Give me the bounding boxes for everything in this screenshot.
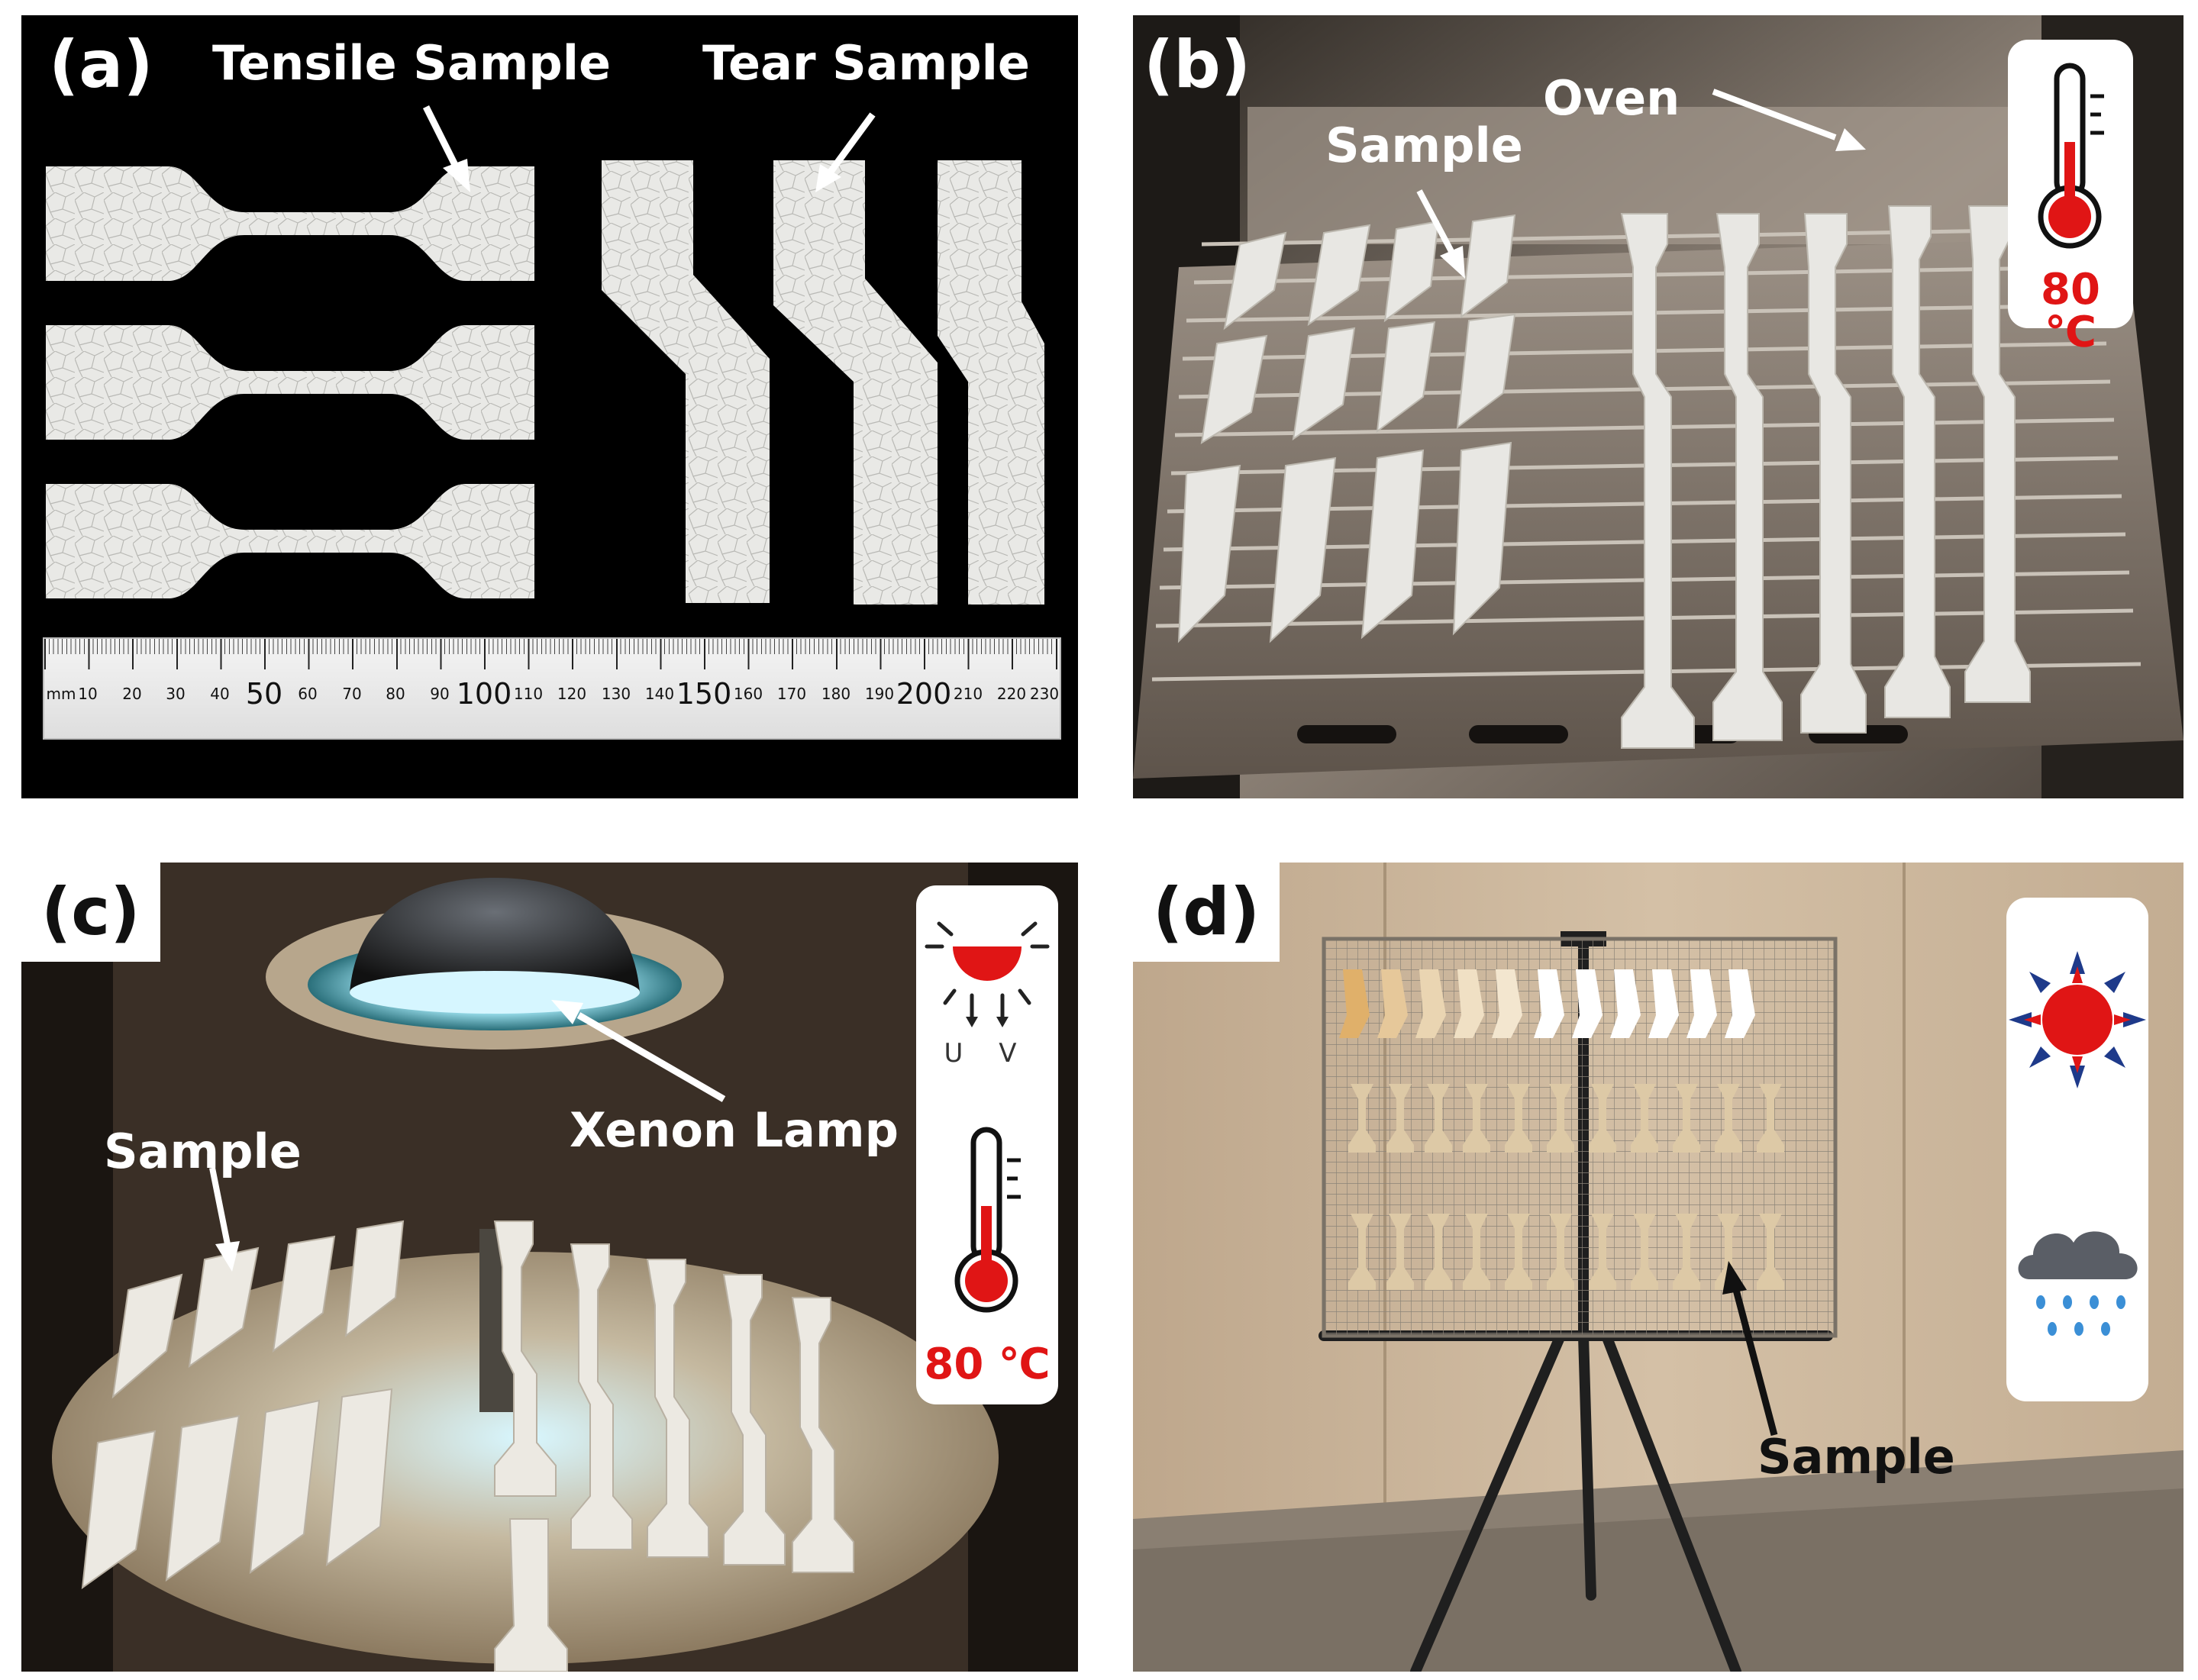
lamp-label: Xenon Lamp [570, 1102, 899, 1158]
ruler-tick-60: 60 [298, 685, 318, 703]
panel-a: mm 10 20 30 40 50 60 70 80 90 100 110 12… [21, 15, 1078, 798]
ruler-tick-110: 110 [513, 685, 544, 703]
ruler-unit: mm [46, 685, 76, 703]
uv-lamp-icon [925, 921, 1050, 1027]
panel-a-label: (a) [49, 27, 153, 103]
tear-sample-2 [773, 160, 938, 605]
panel-b-label: (b) [1144, 27, 1251, 103]
outdoor-tensile-samples [1348, 1084, 1784, 1290]
weather-card [2006, 898, 2148, 1401]
outdoor-tear-samples [1339, 969, 1755, 1038]
ruler-tick-130: 130 [601, 685, 631, 703]
ruler-ticks [44, 639, 1060, 672]
ruler-tick-160: 160 [733, 685, 763, 703]
ruler-tick-140: 140 [644, 685, 675, 703]
panel-d: (d) Sample [1133, 863, 2183, 1672]
tensile-sample-3 [46, 484, 534, 598]
platform-tensile-samples [493, 1220, 854, 1672]
ruler-tick-190: 190 [864, 685, 895, 703]
uv-label: U V [944, 1038, 1031, 1069]
uv-temperature-card: U V 80 ℃ [916, 885, 1058, 1404]
ruler-tick-20: 20 [122, 685, 142, 703]
lamp-arrow [576, 1012, 726, 1102]
oven-tear-samples [1177, 214, 1516, 643]
panel-c-scene [21, 863, 1078, 1672]
ruler-tick-100: 100 [456, 677, 512, 711]
rain-cloud-icon [2018, 1231, 2138, 1336]
ruler-tick-220: 220 [996, 685, 1027, 703]
tear-arrow [828, 112, 876, 174]
sample-label-b: Sample [1325, 118, 1523, 173]
sun-icon [2009, 951, 2146, 1088]
tensile-sample-label: Tensile Sample [212, 35, 612, 91]
ruler-tick-80: 80 [386, 685, 405, 703]
panel-a-scene [46, 105, 1044, 605]
sample-arrow-b [1416, 189, 1457, 257]
ruler-tick-210: 210 [953, 685, 983, 703]
sample-arrow-c [209, 1167, 231, 1245]
ruler-tick-200: 200 [896, 677, 952, 711]
oven-label: Oven [1543, 70, 1680, 126]
sample-label-c: Sample [104, 1124, 302, 1179]
sample-label-d: Sample [1757, 1429, 1955, 1485]
ruler-tick-10: 10 [78, 685, 98, 703]
oven-arrow [1712, 89, 1837, 140]
panel-c: (c) Sample Xenon Lamp U V [21, 863, 1078, 1672]
oven-tensile-samples [1620, 205, 2031, 749]
sample-arrow-d [1732, 1288, 1778, 1437]
temperature-value-c: 80 ℃ [924, 1340, 1051, 1389]
ruler-tick-50: 50 [245, 677, 283, 711]
panel-c-label: (c) [21, 863, 160, 962]
ruler: mm 10 20 30 40 50 60 70 80 90 100 110 12… [43, 637, 1061, 740]
ruler-tick-180: 180 [821, 685, 851, 703]
temperature-value-b: 80 ℃ [2041, 265, 2100, 357]
ruler-tick-120: 120 [557, 685, 587, 703]
ruler-tick-90: 90 [430, 685, 450, 703]
thermometer-icon [2038, 63, 2104, 249]
panel-d-label: (d) [1133, 863, 1280, 962]
panel-b: (b) Sample Oven 80 ℃ [1133, 15, 2183, 798]
ruler-tick-150: 150 [676, 677, 732, 711]
tear-sample-label: Tear Sample [702, 35, 1030, 91]
tear-sample-1 [602, 160, 770, 603]
ruler-tick-30: 30 [166, 685, 186, 703]
ruler-tick-170: 170 [776, 685, 807, 703]
tear-sample-3 [938, 160, 1044, 605]
temperature-card-b: 80 ℃ [2008, 40, 2133, 354]
ruler-tick-70: 70 [342, 685, 362, 703]
ruler-tick-40: 40 [210, 685, 230, 703]
thermometer-icon [954, 1127, 1021, 1313]
platform-tear-samples [81, 1220, 405, 1590]
tensile-arrow [422, 105, 460, 170]
ruler-tick-230: 230 [1029, 685, 1060, 703]
xenon-lamp [350, 878, 640, 992]
tensile-sample-2 [46, 325, 534, 440]
